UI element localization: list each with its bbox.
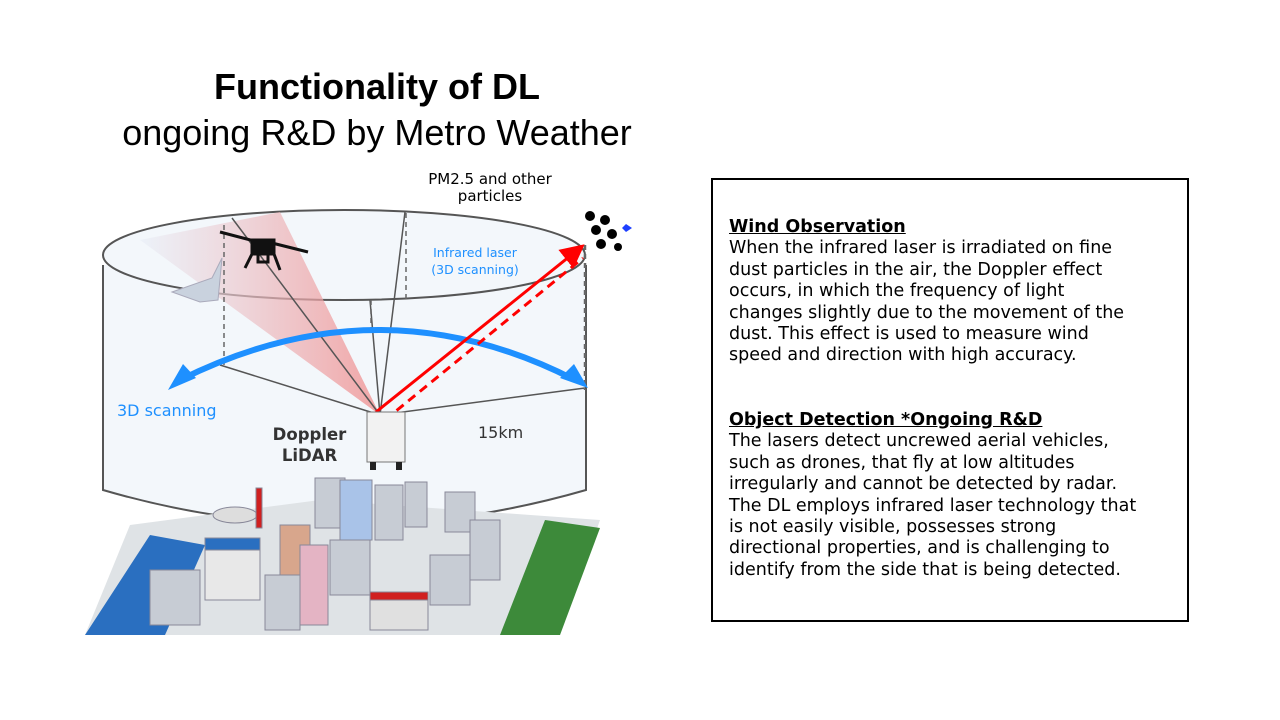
doppler-lidar-device: [366, 411, 406, 470]
laser-beam: [375, 244, 585, 414]
text-line: When the infrared laser is irradiated on…: [729, 238, 1113, 259]
scan-arrow: [178, 327, 577, 383]
particles-label-line: PM2.5 and other: [428, 170, 552, 188]
laser-label-line: (3D scanning): [431, 262, 519, 277]
range-label: 15km: [478, 423, 524, 442]
text-line: identify from the side that is being det…: [729, 559, 1121, 580]
slide-title: Functionality of DL: [214, 66, 540, 107]
text-line: dust particles in the air, the Doppler e…: [729, 259, 1103, 280]
particles-label: PM2.5 and other particles: [400, 171, 580, 205]
text-line: dust. This effect is used to measure win…: [729, 324, 1089, 345]
scan-arrow-head-right: [560, 364, 588, 388]
scanning-label: 3D scanning: [117, 401, 217, 420]
text-line: The lasers detect uncrewed aerial vehicl…: [729, 431, 1109, 452]
text-line: irregularly and cannot be detected by ra…: [729, 474, 1118, 495]
text-line: occurs, in which the frequency of light: [729, 281, 1065, 302]
text-line: directional properties, and is challengi…: [729, 538, 1110, 559]
text-line: The DL employs infrared laser technology…: [729, 495, 1137, 516]
wind-observation-heading: Wind Observation: [729, 217, 906, 237]
text-line: is not easily visible, possesses strong: [729, 517, 1057, 538]
object-detection-section: Object Detection *Ongoing R&D The lasers…: [729, 410, 1136, 581]
drone-icon: [219, 230, 309, 271]
device-label-line: Doppler: [272, 425, 347, 444]
particles-label-line: particles: [457, 187, 523, 205]
object-detection-heading: Object Detection *Ongoing R&D: [729, 410, 1043, 430]
fixed-wing-uav-icon: [170, 257, 223, 303]
particles-icon: [585, 211, 632, 251]
info-box: Wind Observation When the infrared laser…: [711, 178, 1189, 622]
city-illustration: [85, 477, 600, 635]
device-label-line: LiDAR: [281, 446, 338, 465]
scan-arrow-head-left: [168, 364, 196, 390]
dashed-guides: [223, 213, 587, 390]
laser-label: Infrared laser (3D scanning): [420, 244, 530, 278]
detection-beam: [140, 212, 380, 415]
lidar-diagram: [85, 209, 632, 635]
slide-subtitle: ongoing R&D by Metro Weather: [122, 112, 632, 153]
device-label: Doppler LiDAR: [262, 424, 357, 466]
laser-label-line: Infrared laser: [433, 245, 517, 260]
text-line: such as drones, that fly at low altitude…: [729, 452, 1075, 473]
wind-observation-section: Wind Observation When the infrared laser…: [729, 217, 1124, 367]
text-line: speed and direction with high accuracy.: [729, 345, 1077, 366]
text-line: changes slightly due to the movement of …: [729, 302, 1125, 323]
laser-return: [384, 256, 584, 422]
